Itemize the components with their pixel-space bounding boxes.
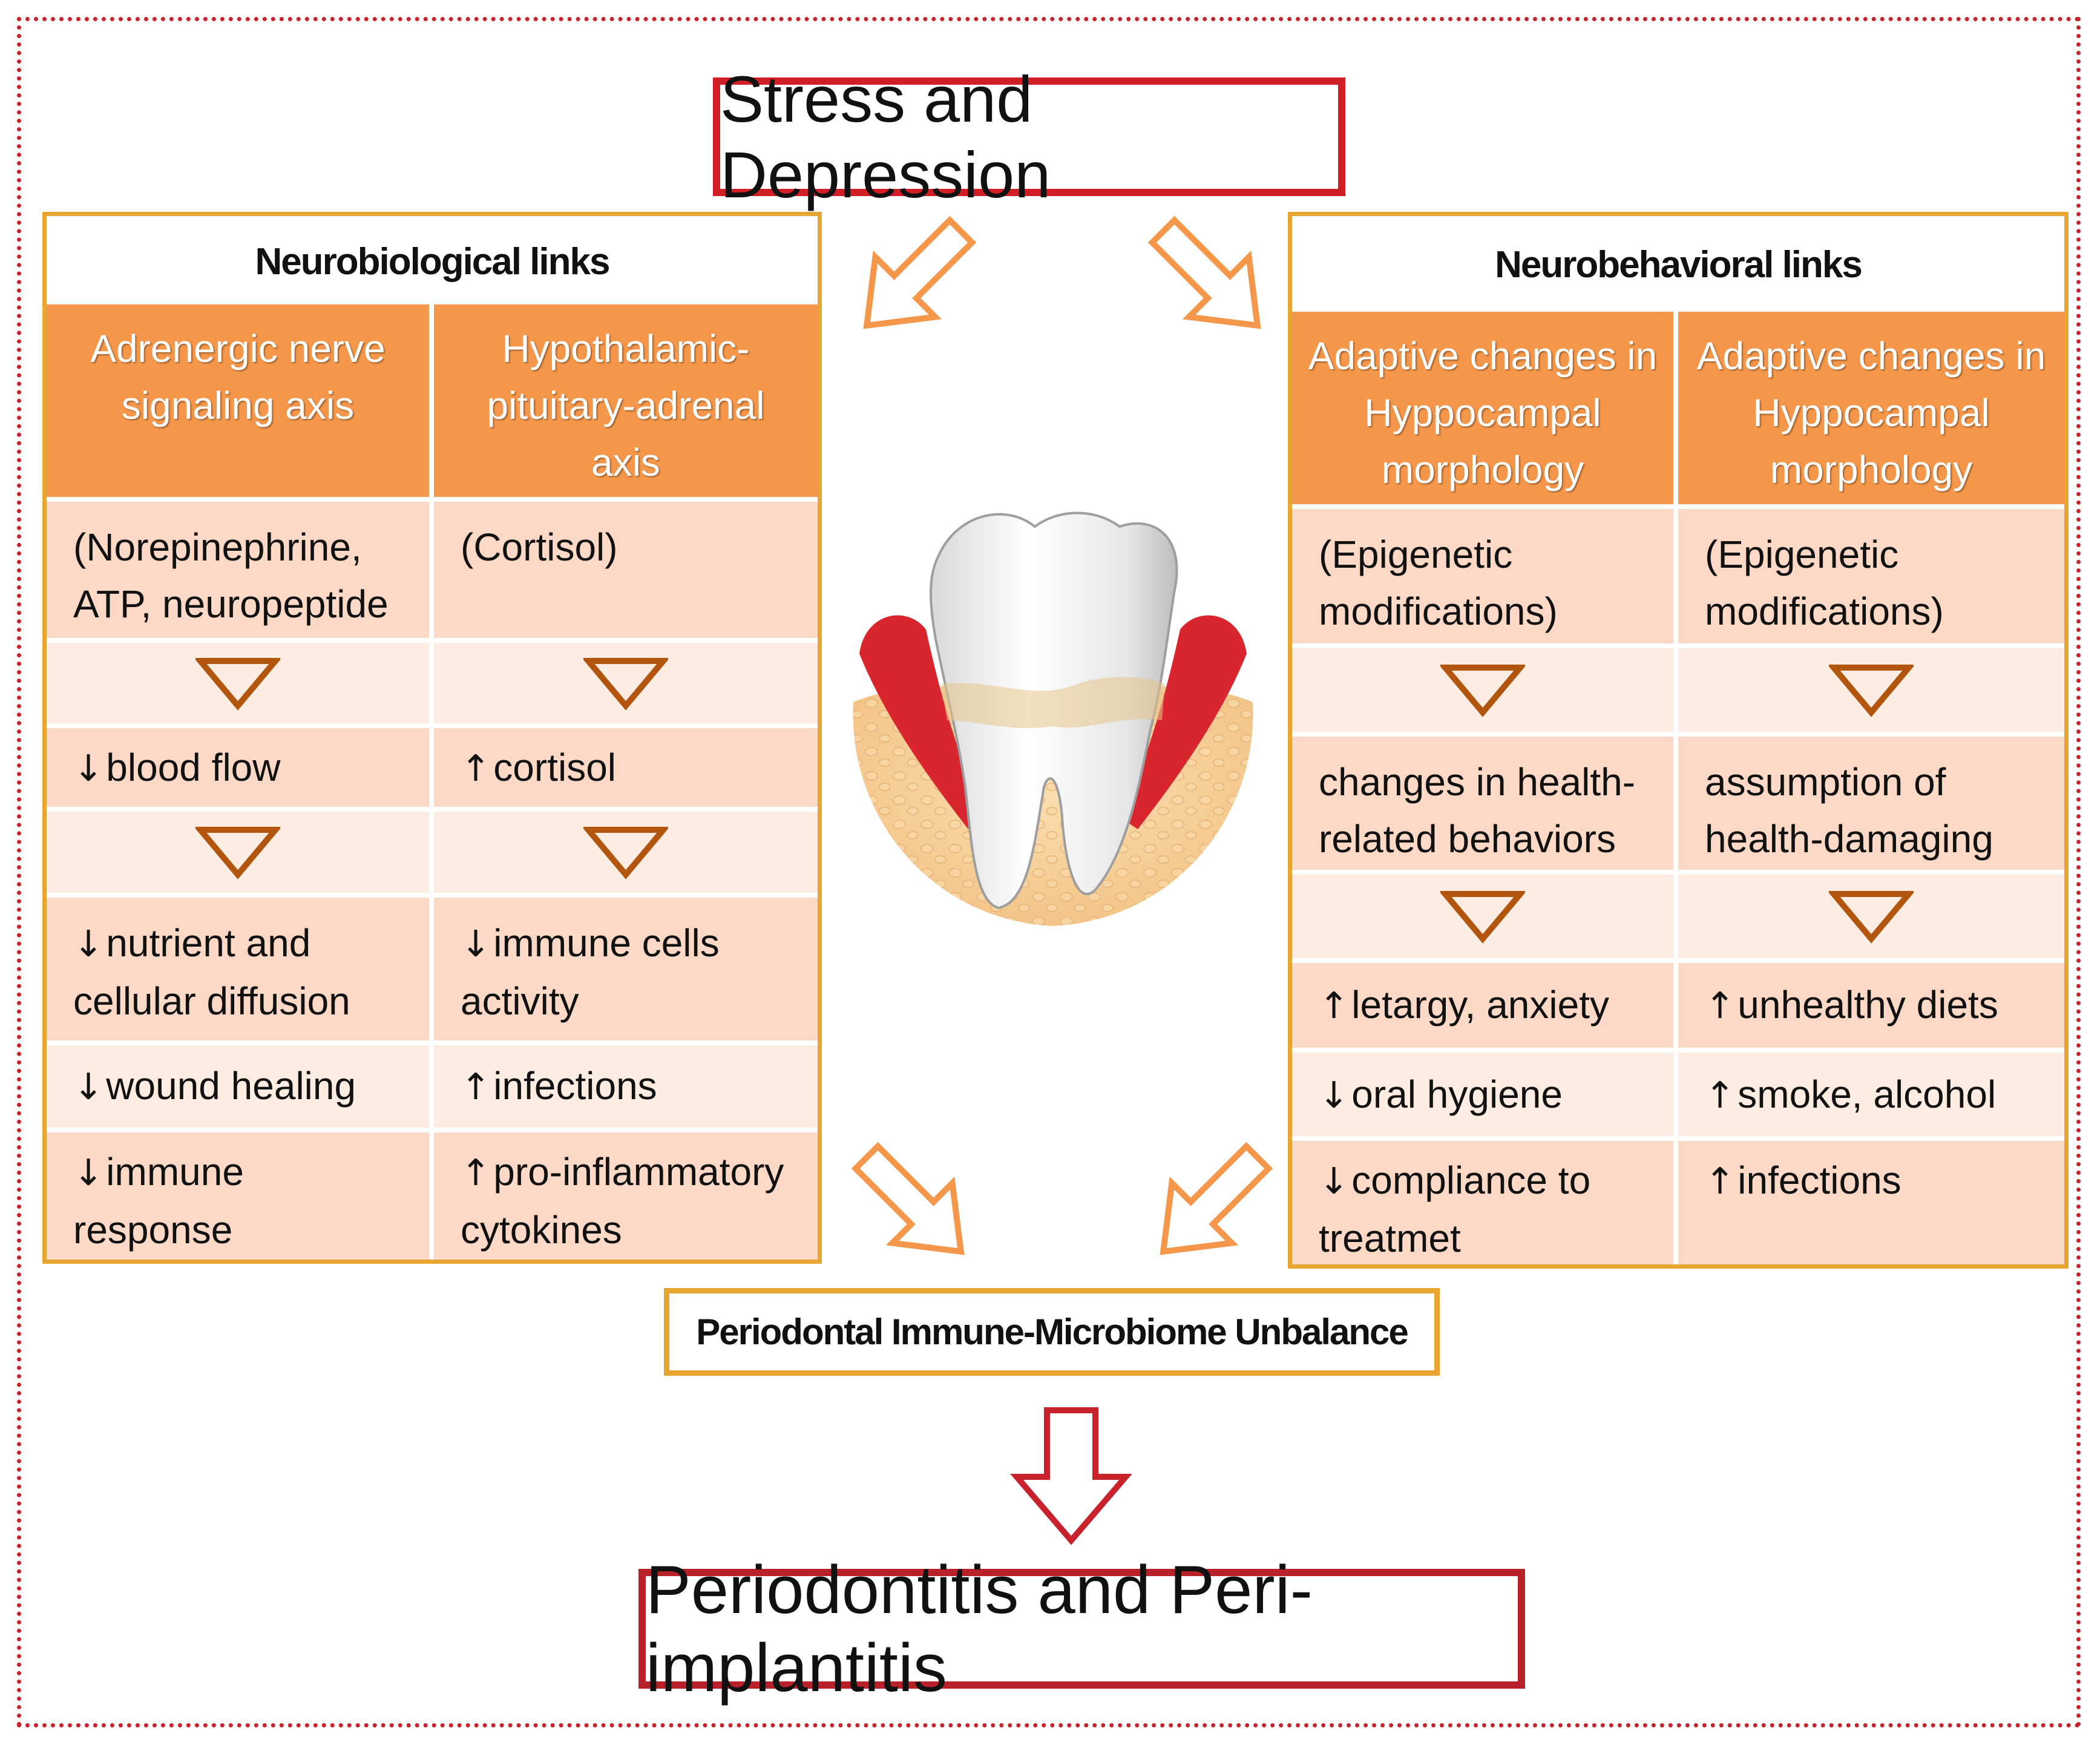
arrow-glyph: ↑ xyxy=(1705,1160,1736,1203)
outcome-text: smoke, alcohol xyxy=(1737,1073,1997,1116)
down-triangle-icon xyxy=(1292,875,1673,958)
title-box: Stress and Depression xyxy=(713,62,1345,211)
arrow-glyph: ↑ xyxy=(1319,985,1350,1027)
outcome-cell: ↑infections xyxy=(1678,1141,2064,1264)
down-arrow-icon xyxy=(1010,1407,1132,1545)
down-triangle-icon xyxy=(47,643,429,723)
diagonal-arrow-icon xyxy=(851,1142,965,1255)
title-text: Stress and Depression xyxy=(720,62,1051,211)
outcome-cell: ↓immune cells activity xyxy=(434,898,818,1040)
hpa-header: Hypothalamic-pituitary-adrenal axis xyxy=(434,304,818,497)
outcome-cell: ↑smoke, alcohol xyxy=(1678,1053,2064,1136)
outcome-text: letargy, anxiety xyxy=(1351,983,1609,1027)
blood-flow-text: blood flow xyxy=(106,746,281,789)
outcome-text: nutrient and cellular diffusion xyxy=(73,921,350,1023)
hippocampal-header: Adaptive changes in Hyppocampal morpholo… xyxy=(1678,312,2064,504)
adrenergic-mediator: (Norepinephrine, ATP, neuropeptide Y) xyxy=(47,502,429,683)
outcome-text: immune cells activity xyxy=(461,921,720,1023)
adrenergic-header: Adrenergic nerve signaling axis xyxy=(47,304,429,497)
damaging-behavior-cell: assumption of health-damaging behaviours xyxy=(1678,737,2064,918)
outcome-text: immune response xyxy=(73,1150,244,1252)
outcome-text: unhealthy diets xyxy=(1737,983,1998,1027)
diagonal-arrow-icon xyxy=(1160,1142,1273,1255)
outcome-text: oral hygiene xyxy=(1351,1073,1563,1116)
arrow-glyph: ↑ xyxy=(461,748,491,790)
neurobiological-panel: Neurobiological links Adrenergic nerve s… xyxy=(42,212,822,1264)
arrow-glyph: ↓ xyxy=(461,923,491,965)
outcome-cell: ↓compliance to treatmet xyxy=(1292,1141,1673,1264)
diagram-frame xyxy=(17,17,2081,1727)
down-triangle-icon xyxy=(1678,648,2064,732)
arrow-glyph: ↓ xyxy=(73,1066,104,1108)
cortisol-cell: ↑cortisol xyxy=(434,728,818,807)
arrow-glyph: ↑ xyxy=(461,1066,491,1108)
down-triangle-icon xyxy=(434,812,818,893)
outcome-cell: ↓nutrient and cellular diffusion xyxy=(47,898,429,1040)
neurobiological-title: Neurobiological links xyxy=(255,240,611,283)
arrow-glyph: ↑ xyxy=(1705,985,1736,1027)
down-triangle-icon xyxy=(1292,648,1673,732)
cortisol-text: cortisol xyxy=(493,746,616,789)
down-triangle-icon xyxy=(434,643,818,723)
diagonal-arrow-icon xyxy=(1147,215,1261,329)
outcome-text: wound healing xyxy=(106,1064,356,1108)
arrow-glyph: ↓ xyxy=(1319,1074,1350,1117)
diagonal-arrow-icon xyxy=(863,215,977,329)
outcome-text: pro-inflammatory cytokines xyxy=(461,1150,784,1252)
arrow-glyph: ↓ xyxy=(73,1152,104,1194)
outcome-text: infections xyxy=(493,1064,657,1108)
hippocampal-header: Adaptive changes in Hyppocampal morpholo… xyxy=(1292,312,1673,504)
epigenetic-mediator: (Epigenetic modifications) xyxy=(1678,509,2064,643)
arrow-glyph: ↓ xyxy=(1319,1160,1350,1203)
arrow-glyph: ↓ xyxy=(73,923,104,965)
outcome-text: compliance to treatmet xyxy=(1319,1158,1591,1260)
outcome-cell: ↓wound healing xyxy=(47,1045,429,1128)
neurobehavioral-title: Neurobehavioral links xyxy=(1495,243,1863,286)
outcome-cell: ↑letargy, anxiety xyxy=(1292,963,1673,1048)
outcome-box: Periodontitis and Peri-implantitis xyxy=(638,1552,1525,1706)
down-triangle-icon xyxy=(1678,875,2064,958)
outcome-cell: ↓oral hygiene xyxy=(1292,1053,1673,1136)
outcome-text: infections xyxy=(1737,1158,1901,1202)
outcome-cell: ↑pro-inflammatory cytokines xyxy=(434,1132,818,1260)
arrow-glyph: ↑ xyxy=(1705,1074,1736,1117)
blood-flow-cell: ↓blood flow xyxy=(47,728,429,807)
neurobehavioral-panel: Neurobehavioral links Adaptive changes i… xyxy=(1288,212,2069,1269)
arrow-glyph: ↑ xyxy=(461,1152,491,1194)
arrow-glyph: ↓ xyxy=(73,748,104,790)
tooth-illustration xyxy=(853,511,1253,926)
immune-microbiome-text: Periodontal Immune-Microbiome Unbalance xyxy=(696,1312,1409,1352)
immune-microbiome-box: Periodontal Immune-Microbiome Unbalance xyxy=(664,1288,1440,1376)
behavior-change-cell: changes in health-related behaviors xyxy=(1292,737,1673,870)
hpa-mediator: (Cortisol) xyxy=(434,502,818,638)
outcome-cell: ↑infections xyxy=(434,1045,818,1128)
down-triangle-icon xyxy=(47,812,429,893)
outcome-title: Periodontitis and Peri-implantitis xyxy=(646,1552,1313,1706)
outcome-cell: ↑unhealthy diets xyxy=(1678,963,2064,1048)
epigenetic-mediator: (Epigenetic modifications) xyxy=(1292,509,1673,643)
outcome-cell: ↓immune response xyxy=(47,1132,429,1260)
